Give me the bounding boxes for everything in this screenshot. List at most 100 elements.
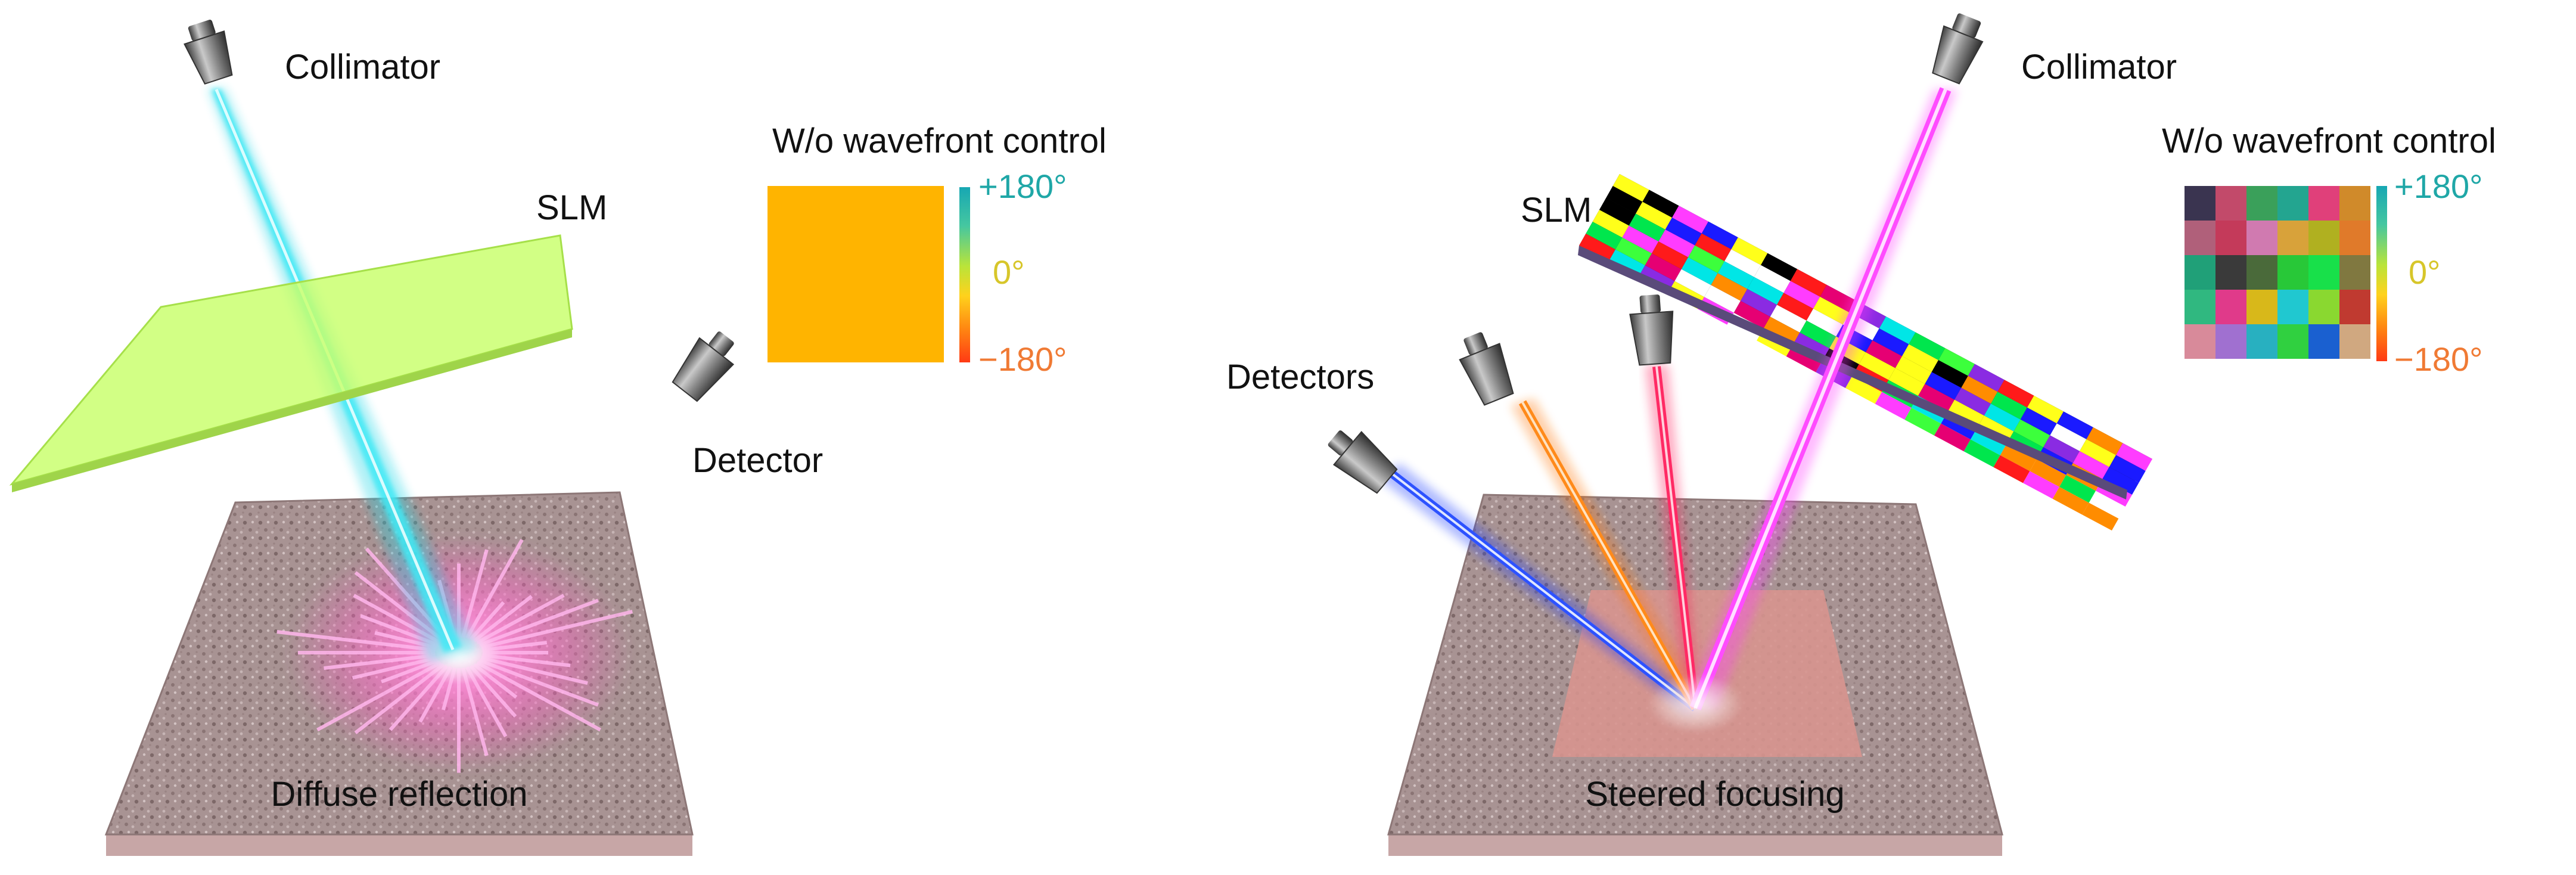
phase-cell (2277, 324, 2308, 359)
right-phase-map: W/o wavefront control +180° 0° −180° (2162, 122, 2496, 378)
left-phase-map: W/o wavefront control +180° 0° −180° (767, 122, 1107, 378)
right-collimator-label: Collimator (2021, 48, 2177, 86)
slm-pixel (1636, 201, 1672, 230)
slm-pixel (1599, 198, 1636, 226)
right-scale-min: −180° (2394, 340, 2483, 378)
scatter-ray (478, 598, 599, 647)
slm-pixel (1724, 249, 1761, 277)
slm-pixel (1875, 392, 1912, 420)
phase-cell (2308, 255, 2339, 290)
phase-cell (2215, 324, 2246, 359)
scatter-ray (316, 661, 442, 732)
slm-pixel (2059, 474, 2096, 503)
slm-pixel (1777, 293, 1813, 321)
slm-pixel (1615, 237, 1652, 266)
phase-cell (2339, 324, 2370, 359)
left-detector-label: Detector (692, 441, 823, 480)
slm-pixel (1763, 317, 1800, 345)
phase-cell (2246, 324, 2277, 359)
slm-pixel (1642, 190, 1679, 218)
slm-pixel (1879, 317, 1916, 345)
left-slm-label: SLM (536, 188, 607, 227)
phase-cell (2215, 255, 2246, 290)
phase-cell (2308, 186, 2339, 221)
slm-pixel (1592, 210, 1629, 238)
right-phase-title: W/o wavefront control (2162, 122, 2496, 160)
phase-cell (2215, 221, 2246, 255)
slm-pixel (1790, 269, 1827, 297)
slm-pixel (1934, 423, 1971, 452)
phase-cell (2246, 221, 2277, 255)
slm-pixel (1731, 237, 1768, 265)
slm-pixel (2102, 467, 2139, 495)
right-phase-colorbar (2376, 186, 2387, 361)
slm-pixel (1665, 218, 1702, 246)
phase-cell (2277, 255, 2308, 290)
scatter-ray (476, 661, 601, 732)
slm-pixel (1813, 296, 1850, 325)
slm-pixel (1997, 380, 2034, 408)
slm-pixel (1909, 332, 1946, 361)
slm-pixel (1859, 352, 1896, 380)
left-panel: Collimator SLM Detector Diffuse reflecti… (9, 20, 1107, 856)
phase-cell (2215, 186, 2246, 221)
scatter-ray (480, 610, 633, 650)
slm-pixel (1579, 234, 1615, 262)
phase-cell (2339, 221, 2370, 255)
slm-pixel (1991, 392, 2027, 420)
slm-pixel (1954, 387, 1991, 416)
slm-pixel (1688, 245, 1724, 274)
left-phase-colorbar (959, 187, 970, 362)
right-scale-max: +180° (2394, 167, 2483, 205)
slm-pixel (1645, 253, 1682, 281)
slm-pixel (1902, 344, 1938, 373)
slm-pixel (2030, 459, 2067, 487)
slm-pixel (1800, 320, 1837, 349)
slm-pixel (1754, 265, 1791, 293)
phase-cell (2246, 255, 2277, 290)
slm-pixel (2086, 427, 2123, 455)
random-phase-grid (2185, 186, 2370, 359)
right-slm-plane (1578, 174, 2152, 530)
slm-pixel (1984, 404, 2021, 432)
slm-pixel (1845, 376, 1882, 404)
detector-orange-icon (1459, 332, 1514, 406)
slm-pixel (2020, 407, 2057, 436)
slm-pixel (1904, 408, 1941, 436)
slm-pixel (1938, 348, 1975, 376)
slm-pixel (1733, 300, 1770, 329)
phase-cell (2185, 290, 2215, 324)
slm-pixel (1872, 328, 1909, 356)
focus-glow (1648, 674, 1743, 733)
scatter-ray (478, 659, 599, 707)
left-scale-max: +180° (978, 167, 1067, 205)
reflected-beams (1376, 365, 1704, 712)
right-caption: Steered focusing (1585, 775, 1844, 814)
slm-pixel (1622, 225, 1659, 254)
slm-pixel (2056, 411, 2093, 439)
phase-cell (2308, 290, 2339, 324)
slm-pixel (1947, 399, 1984, 428)
slm-pixel (1612, 174, 1649, 202)
left-collimator-label: Collimator (285, 48, 440, 86)
slm-pixel (2116, 443, 2152, 471)
slm-pixel (2000, 443, 2037, 471)
slm-pixel (1806, 308, 1843, 337)
slm-pixel (1711, 273, 1748, 301)
slm-pixel (1895, 356, 1932, 384)
slm-pixel (2043, 435, 2080, 463)
phase-cell (2339, 186, 2370, 221)
slm-pixel (1747, 277, 1784, 305)
slm-pixel (1993, 455, 2030, 483)
left-collimator-icon (184, 20, 233, 85)
scatter-ray (354, 663, 445, 734)
slm-pixel (2072, 451, 2109, 479)
left-phase-title: W/o wavefront control (772, 122, 1107, 160)
slm-pixel (1652, 241, 1688, 269)
slm-pixel (1608, 249, 1645, 278)
right-collimator-icon (1932, 13, 1984, 85)
slm-pixel (1770, 305, 1807, 333)
slm-pixel (1658, 229, 1695, 257)
phase-cell (2277, 221, 2308, 255)
